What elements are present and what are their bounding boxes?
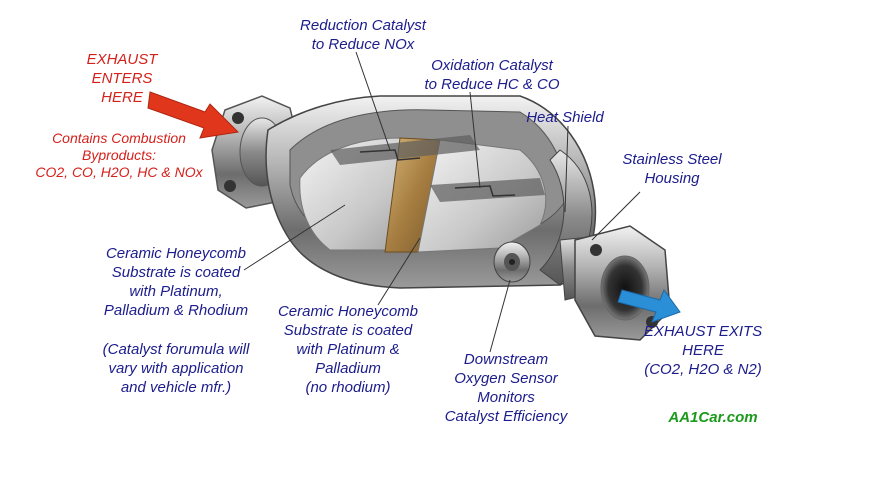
stainless-housing-label: Stainless Steel Housing — [612, 150, 732, 188]
exhaust-exits-line-3: (CO2, H2O & N2) — [644, 361, 762, 378]
stainless-line-2: Housing — [644, 170, 700, 187]
exhaust-in-arrow — [147, 91, 240, 139]
leader-heat-shield — [564, 125, 569, 213]
heat-shield-line: Heat Shield — [526, 109, 604, 126]
exhaust-out-arrow — [617, 288, 681, 323]
sensor-line-2: Oxygen Sensor — [454, 370, 558, 387]
combustion-byproducts-label: Contains Combustion Byproducts: CO2, CO,… — [14, 130, 224, 181]
exhaust-enters-line-2: ENTERS — [91, 70, 153, 87]
ceramic-rhodium-line-4: Palladium & Rhodium — [103, 302, 249, 319]
reduction-catalyst-label: Reduction Catalyst to Reduce NOx — [288, 16, 438, 54]
ceramic-rhodium-line-1: Ceramic Honeycomb — [105, 245, 247, 262]
catalyst-formula-note: (Catalyst forumula will vary with applic… — [92, 340, 260, 397]
exhaust-enters-line-3: HERE — [101, 89, 143, 106]
combustion-line-2: Byproducts: — [82, 147, 156, 163]
exhaust-enters-label: EXHAUST ENTERS HERE — [72, 50, 172, 107]
leader-oxidation — [469, 91, 481, 189]
exhaust-exits-line-2: HERE — [682, 342, 724, 359]
ceramic-rhodium-line-2: Substrate is coated — [111, 264, 241, 281]
combustion-line-1: Contains Combustion — [52, 130, 186, 146]
ceramic-rhodium-label: Ceramic Honeycomb Substrate is coated wi… — [92, 244, 260, 320]
sensor-line-3: Monitors — [477, 389, 535, 406]
sensor-line-4: Catalyst Efficiency — [444, 408, 568, 425]
ceramic-no-rhodium-line-5: (no rhodium) — [305, 379, 391, 396]
exhaust-exits-label: EXHAUST EXITS HERE (CO2, H2O & N2) — [630, 322, 776, 379]
ceramic-no-rhodium-label: Ceramic Honeycomb Substrate is coated wi… — [266, 302, 430, 397]
leader-stainless — [591, 191, 641, 241]
leader-ceramic-1 — [243, 204, 346, 271]
reduction-line-2: to Reduce NOx — [311, 36, 415, 53]
stainless-line-1: Stainless Steel — [622, 151, 722, 168]
ceramic-no-rhodium-line-1: Ceramic Honeycomb — [277, 303, 419, 320]
leader-sensor — [489, 279, 511, 353]
heat-shield-label: Heat Shield — [515, 108, 615, 127]
formula-note-line-3: and vehicle mfr.) — [120, 379, 232, 396]
leader-reduction — [355, 51, 391, 151]
ceramic-rhodium-line-3: with Platinum, — [129, 283, 223, 300]
ceramic-no-rhodium-line-2: Substrate is coated — [283, 322, 413, 339]
sensor-line-1: Downstream — [463, 351, 549, 368]
ceramic-no-rhodium-line-4: Palladium — [315, 360, 381, 377]
exhaust-enters-line-1: EXHAUST — [86, 51, 158, 68]
exhaust-exits-line-1: EXHAUST EXITS — [643, 323, 763, 340]
oxygen-sensor-port — [493, 241, 531, 283]
reduction-line-1: Reduction Catalyst — [300, 17, 426, 34]
combustion-line-3: CO2, CO, H2O, HC & NOx — [35, 164, 203, 180]
formula-note-line-1: (Catalyst forumula will — [102, 341, 250, 358]
formula-note-line-2: vary with application — [108, 360, 244, 377]
leader-ceramic-2 — [377, 237, 421, 306]
oxidation-line-1: Oxidation Catalyst — [431, 57, 553, 74]
ceramic-no-rhodium-line-3: with Platinum & — [296, 341, 400, 358]
oxidation-line-2: to Reduce HC & CO — [424, 76, 560, 93]
leader-lines — [243, 51, 641, 353]
oxidation-catalyst-label: Oxidation Catalyst to Reduce HC & CO — [412, 56, 572, 94]
oxygen-sensor-label: Downstream Oxygen Sensor Monitors Cataly… — [436, 350, 576, 426]
brand-watermark: AA1Car.com — [668, 409, 758, 426]
